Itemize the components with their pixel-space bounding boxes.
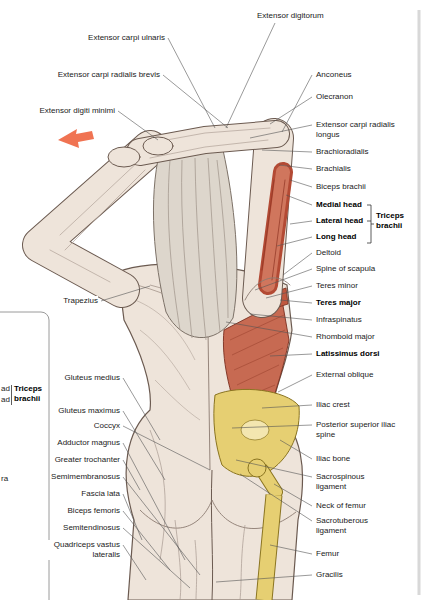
part-label: Trapezius [63,296,98,306]
part-label: Triceps brachii [376,211,416,231]
part-label: Extensor carpi radialis longus [316,120,400,140]
part-label: Extensor digitorum [257,11,324,21]
frame-edge [418,10,421,595]
part-label: Semitendinosus [63,523,120,533]
pelvis-bone [214,389,299,600]
part-label: Long head [316,232,356,242]
part-label: Extensor digiti minimi [39,106,115,116]
part-label: Gracilis [316,570,343,580]
part-label: Triceps brachii [14,384,47,404]
part-label: ad [1,395,10,405]
part-label: External oblique [316,370,373,380]
part-label: Infraspinatus [316,315,362,325]
part-label: Adductor magnus [57,438,120,448]
part-label: Quadriceps vastus lateralis [48,540,120,560]
leader-line [101,23,312,588]
right-forearm [108,128,276,167]
side-panel [0,312,49,600]
hair [153,150,236,340]
part-label: Iliac crest [316,400,350,410]
part-label: Fascia lata [81,489,120,499]
bracket [367,205,374,243]
part-label: Olecranon [316,92,353,102]
part-label: Greater trochanter [55,455,120,465]
part-label: Deltoid [316,248,341,258]
part-label: Femur [316,549,339,559]
right-arm [245,138,290,300]
part-label: Latissimus dorsi [316,349,380,359]
part-label: Sacrotuberous ligament [316,516,396,536]
part-label: Brachialis [316,164,351,174]
part-label: Lateral head [316,216,363,226]
part-label: ad [1,384,10,394]
part-label: Biceps femoris [68,506,120,516]
part-label: Extensor carpi ulnaris [88,33,165,43]
part-label: ra [1,474,8,484]
part-label: Gluteus medius [64,373,120,383]
part-label: Posterior superior iliac spine [316,420,400,440]
part-label: Iliac bone [316,454,350,464]
part-label: Medial head [316,200,362,210]
direction-arrow [58,129,94,148]
part-label: Gluteus maximus [58,406,120,416]
part-label: Neck of femur [316,501,366,511]
part-label: Coccyx [94,421,120,431]
bracket [11,385,12,405]
part-label: Teres major [316,298,361,308]
part-label: Sacrospinous ligament [316,472,396,492]
part-label: Spine of scapula [316,264,375,274]
part-label: Teres minor [316,281,358,291]
part-label: Anconeus [316,70,352,80]
part-label: Brachioradialis [316,147,368,157]
part-label: Extensor carpi radialis brevis [58,70,160,80]
part-label: Biceps brachii [316,182,366,192]
left-arm [40,148,150,290]
part-label: Rhomboid major [316,332,375,342]
part-label: Semimembranosus [51,472,120,482]
